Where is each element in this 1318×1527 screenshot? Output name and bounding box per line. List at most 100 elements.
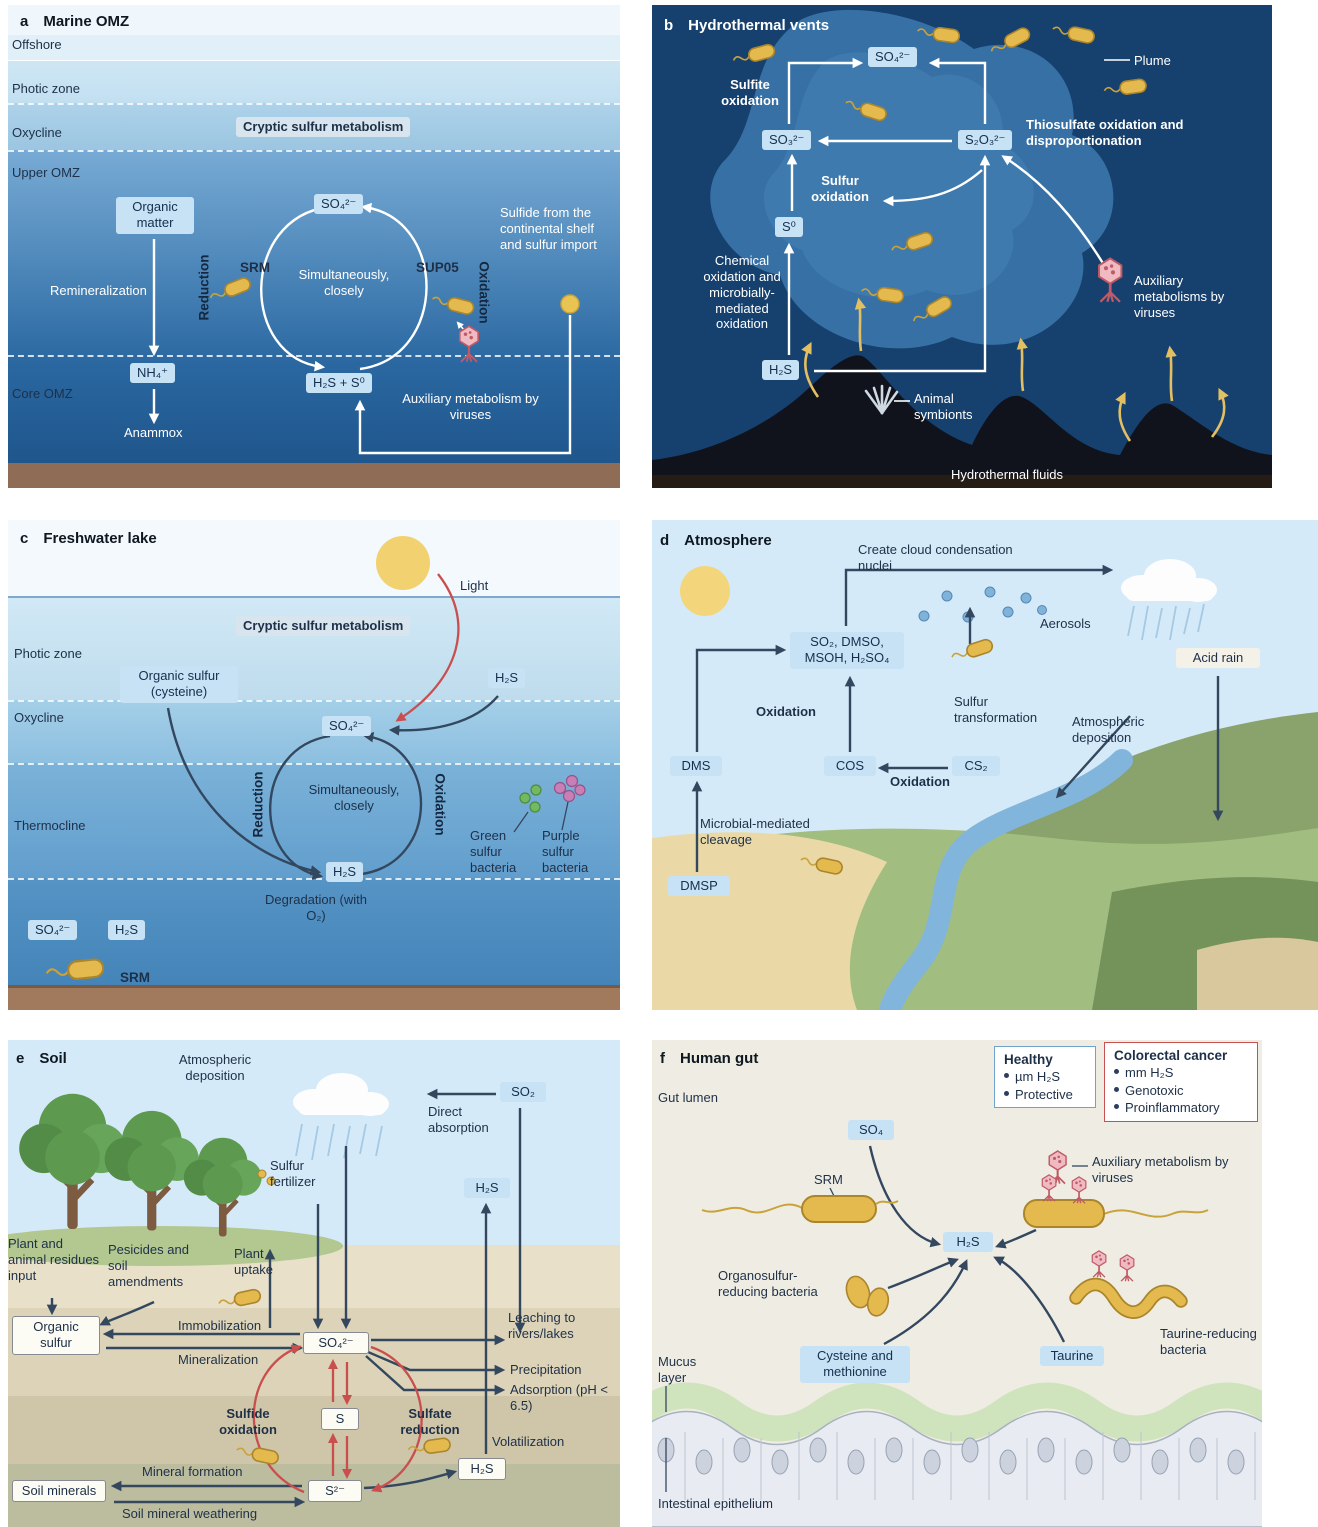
cancer-item: Genotoxic (1114, 1083, 1248, 1099)
bullet-icon (1114, 1069, 1119, 1074)
animal-symbionts-icon (864, 384, 899, 415)
sulfur-transformation-label: Sulfur transformation (954, 694, 1038, 725)
soil-minerals-box: Soil minerals (12, 1480, 106, 1503)
organic-sulfur-box: Organic sulfur (cysteine) (120, 666, 238, 703)
taurine-box: Taurine (1040, 1346, 1104, 1367)
sediment (8, 463, 620, 488)
oxidation-up-label: Oxidation (756, 704, 816, 719)
s0-box: S⁰ (775, 217, 803, 238)
zone-line (8, 60, 620, 61)
infected-bacterium-icon (1023, 1199, 1209, 1228)
bullet-icon (1004, 1073, 1009, 1078)
animal-symbionts-label: Animal symbionts (914, 391, 973, 422)
grass-mound (8, 1226, 343, 1266)
flow-arrows (691, 564, 1224, 872)
ammonium-box: NH₄⁺ (130, 363, 175, 384)
h2s-bottom-box: H₂S (108, 920, 146, 941)
sulfide-particle-icon (560, 294, 580, 314)
s2-box: S²⁻ (308, 1480, 362, 1503)
sulfate-box: SO₄²⁻ (314, 194, 364, 215)
bacterium-icon (1102, 77, 1148, 99)
panel-b-artwork (652, 9, 1272, 488)
sediment (8, 985, 620, 1010)
healthy-legend: Healthy µm H₂S Protective (994, 1046, 1096, 1109)
seafloor (652, 475, 1272, 488)
adsorption-label: Adsorption (pH < 6.5) (510, 1382, 608, 1413)
sulfite-oxidation-label: Sulfite oxidation (721, 77, 779, 108)
bacterium-icon (216, 1287, 263, 1311)
acid-rain-box: Acid rain (1176, 648, 1260, 669)
sulfate-box: SO₄ (848, 1120, 894, 1141)
weathering-label: Soil mineral weathering (122, 1506, 258, 1521)
aux-virus-label: Auxiliary metabolisms by viruses (1134, 273, 1225, 320)
rain-streaks (1127, 603, 1205, 641)
green-sulfur-bacteria-icon (519, 784, 542, 813)
panel-title-text: Human gut (680, 1050, 759, 1067)
zone-core-omz-label: Core OMZ (12, 386, 73, 401)
sun-icon (680, 566, 730, 616)
direct-absorption-label: Direct absorption (428, 1104, 489, 1135)
flow-arrows (46, 1088, 526, 1508)
cloud-icon (1121, 559, 1217, 602)
zone-oxycline-label: Oxycline (12, 125, 62, 140)
residues-label: Plant and animal residues input (8, 1236, 100, 1283)
bacterium-icon (1050, 21, 1097, 45)
healthy-title: Healthy (1004, 1052, 1053, 1067)
mineral-formation-label: Mineral formation (142, 1464, 243, 1479)
sulfite-box: SO₃²⁻ (762, 130, 812, 151)
healthy-item: µm H₂S (1004, 1069, 1086, 1085)
reduction-label: Reduction (250, 771, 266, 838)
h2s-soil-box: H₂S (458, 1458, 506, 1481)
simultaneously-label: Simultaneously, closely (308, 782, 400, 813)
aerosols-label: Aerosols (1040, 616, 1091, 631)
organosulfur-label: Organosulfur-reducing bacteria (718, 1268, 818, 1299)
cell-borders (684, 1432, 1256, 1500)
oxidation-label: Oxidation (432, 773, 448, 836)
h2s-box: H₂S (943, 1232, 993, 1253)
vent-fluid-arrows (801, 297, 1229, 442)
zone-photic-label: Photic zone (14, 646, 82, 661)
panel-letter: b (664, 17, 674, 34)
so2-mix-box: SO₂, DMSO, MSOH, H₂SO₄ (790, 632, 904, 669)
chemical-oxidation-label: Chemical oxidation and microbially-media… (703, 253, 781, 332)
aux-virus-label: Auxiliary metabolism by viruses (402, 391, 539, 422)
panel-title-text: Freshwater lake (43, 530, 157, 547)
h2s-s0-box: H₂S + S⁰ (306, 373, 372, 394)
srm-bacterium-icon (701, 1195, 899, 1223)
purple-sulfur-bacteria-icon (553, 774, 586, 803)
panel-a-artwork (148, 202, 580, 455)
bullet-icon (1114, 1104, 1119, 1110)
zone-dash-1 (8, 700, 620, 702)
sup05-bacterium-icon (430, 291, 476, 317)
panel-letter: d (660, 532, 670, 549)
bacterium-icon (234, 1442, 281, 1466)
cloud-icon (293, 1073, 389, 1116)
degradation-label: Degradation (with O₂) (265, 892, 367, 923)
flow-arrows (665, 1145, 1088, 1492)
srm-label: SRM (814, 1172, 843, 1187)
panel-title-text: Marine OMZ (43, 13, 130, 30)
healthy-item: Protective (1004, 1087, 1086, 1103)
oxidation-label: Oxidation (476, 261, 492, 324)
plume-shape (710, 9, 1114, 349)
panel-e-artwork (8, 1073, 526, 1508)
light-label: Light (460, 578, 489, 593)
organic-matter-box: Organic matter (116, 197, 194, 234)
plume-inner (763, 52, 1034, 298)
immobilization-label: Immobilization (178, 1318, 262, 1333)
leaching-label: Leaching to rivers/lakes (508, 1310, 576, 1341)
zone-upper-omz-label: Upper OMZ (12, 165, 80, 180)
epithelial-cells (657, 1437, 1245, 1475)
cancer-title: Colorectal cancer (1114, 1048, 1228, 1063)
phage-icon (1041, 1173, 1057, 1203)
panel-c-artwork (44, 573, 586, 984)
h2s-air-box: H₂S (464, 1178, 510, 1199)
cancer-item: Proinflammatory (1114, 1100, 1248, 1116)
srm-label: SRM (240, 260, 270, 275)
flow-arrows (166, 573, 569, 880)
